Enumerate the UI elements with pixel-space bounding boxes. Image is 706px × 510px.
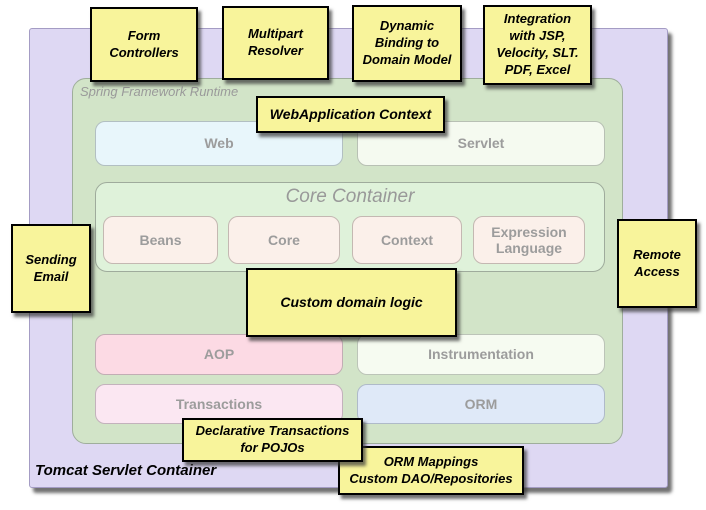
note-webapplication-context: WebApplication Context	[256, 96, 445, 133]
beans-module-box: Beans	[103, 216, 218, 264]
instrumentation-layer-label: Instrumentation	[428, 346, 534, 363]
expression-language-module-label: Expression Language	[491, 223, 567, 256]
core-module-box: Core	[228, 216, 340, 264]
orm-layer-box: ORM	[357, 384, 605, 424]
note-multipart-resolver: Multipart Resolver	[222, 6, 329, 80]
web-layer-box: Web	[95, 121, 343, 166]
core-module-label: Core	[268, 231, 300, 248]
note-form-controllers: Form Controllers	[90, 7, 198, 82]
beans-module-label: Beans	[139, 231, 182, 248]
aop-layer-label: AOP	[203, 346, 235, 363]
note-integration-views: Integration with JSP, Velocity, SLT. PDF…	[483, 5, 592, 85]
note-orm-mappings: ORM Mappings Custom DAO/Repositories	[338, 446, 524, 495]
web-layer-label: Web	[204, 135, 234, 152]
servlet-layer-label: Servlet	[457, 135, 505, 152]
instrumentation-layer-box: Instrumentation	[357, 334, 605, 375]
note-declarative-transactions: Declarative Transactions for POJOs	[182, 418, 363, 462]
note-sending-email: Sending Email	[11, 224, 91, 313]
context-module-box: Context	[352, 216, 462, 264]
aop-layer-box: AOP	[95, 334, 343, 375]
transactions-layer-label: Transactions	[175, 395, 263, 412]
spring-runtime-label: Spring Framework Runtime	[80, 84, 239, 99]
note-dynamic-binding: Dynamic Binding to Domain Model	[352, 5, 462, 82]
note-custom-domain-logic: Custom domain logic	[246, 268, 457, 337]
note-remote-access: Remote Access	[617, 219, 697, 308]
tomcat-container-label: Tomcat Servlet Container	[35, 462, 217, 479]
context-module-label: Context	[380, 231, 434, 248]
expression-language-module-box: Expression Language	[473, 216, 585, 264]
orm-layer-label: ORM	[464, 395, 498, 412]
core-container-label: Core Container	[285, 186, 415, 207]
